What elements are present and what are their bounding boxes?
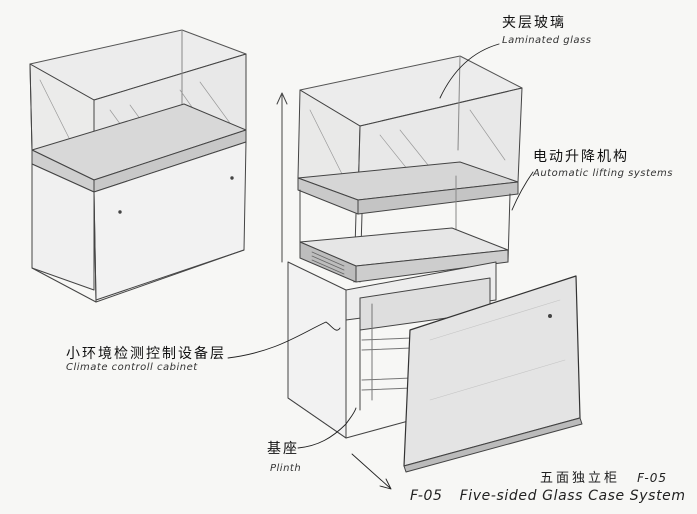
plinth-label-zh: 基座 (267, 441, 299, 457)
caption-en: F-05 Five-sided Glass Case System (410, 488, 686, 504)
caption-en-title: Five-sided Glass Case System (459, 488, 686, 504)
callout-leaders (227, 43, 534, 490)
climate-cabinet-label-zh: 小环境检测控制设备层 (66, 346, 226, 362)
caption-en-code: F-05 (410, 488, 443, 504)
left-cabinet (29, 29, 247, 303)
lifting-system-label-en: Automatic lifting systems (533, 168, 673, 179)
caption-zh-title: 五面独立柜 (540, 471, 621, 486)
climate-cabinet-label-en: Climate controll cabinet (66, 362, 198, 373)
lifting-system-label-zh: 电动升降机构 (533, 149, 629, 165)
caption-zh: 五面独立柜 F-05 (540, 467, 667, 486)
plinth-label-en: Plinth (270, 463, 302, 474)
laminated-glass-label-en: Laminated glass (502, 35, 592, 46)
right-assembly (276, 55, 583, 473)
laminated-glass-label-zh: 夹层玻璃 (502, 15, 566, 31)
caption-zh-code: F-05 (637, 471, 668, 485)
